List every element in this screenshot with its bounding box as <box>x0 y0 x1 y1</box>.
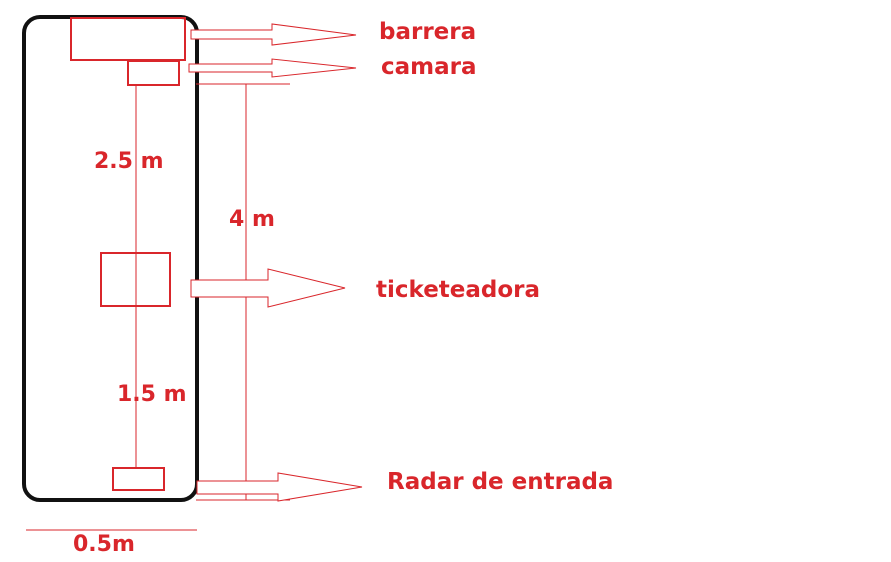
lower-span-label: 1.5 m <box>117 382 187 407</box>
upper-span-label: 2.5 m <box>94 149 164 174</box>
entry-radar-arrow <box>196 472 363 502</box>
barrier-box <box>70 17 186 61</box>
barrier-label: barrera <box>379 19 476 45</box>
barrier-arrow <box>190 23 357 46</box>
lane-width-label: 0.5m <box>73 532 135 557</box>
total-height-label: 4 m <box>229 207 275 232</box>
entry-radar-label: Radar de entrada <box>387 469 613 495</box>
ticket-machine-label: ticketeadora <box>376 277 540 303</box>
camera-label: camara <box>381 54 477 80</box>
lane-outline <box>22 15 199 502</box>
entry-radar-box <box>112 467 165 491</box>
ticket-machine-arrow <box>190 268 346 308</box>
camera-arrow <box>188 58 357 78</box>
camera-box <box>127 60 180 86</box>
